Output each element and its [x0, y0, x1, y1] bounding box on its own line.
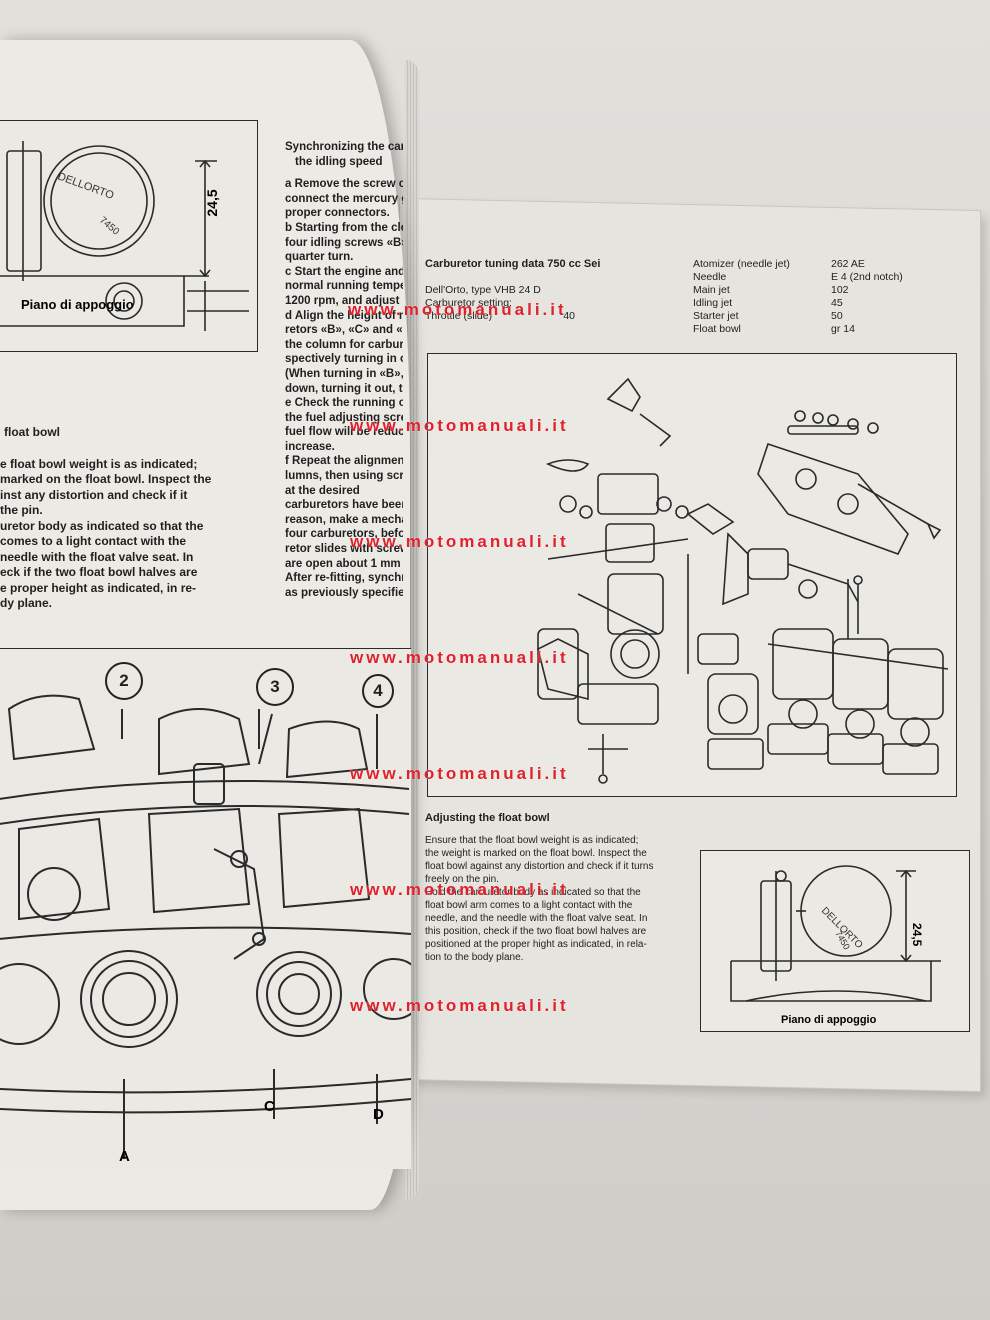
- tuning-line-0: Dell'Orto, type VHB 24 D: [425, 284, 541, 296]
- adjust-line: Hold the carburetor body as indicated so…: [425, 887, 641, 898]
- tuning-line-1: Carburetor setting:: [425, 297, 512, 309]
- adjust-line: Ensure that the float bowl weight is as …: [425, 835, 639, 846]
- left-float-line: needle with the float valve seat. In: [0, 549, 194, 564]
- top-fig-stamp: DELLORTO: [56, 171, 116, 203]
- sync-heading-2: the idling speed: [295, 155, 383, 168]
- spec-row: Atomizer (needle jet)262 AE: [693, 258, 865, 270]
- adjust-float-section: Adjusting the float bowl Ensure that the…: [425, 812, 685, 964]
- callout-2: 2: [105, 662, 143, 700]
- top-fig-caption: Piano di appoggio: [21, 297, 134, 312]
- adjust-line: float bowl against any distortion and ch…: [425, 861, 654, 872]
- left-float-section: float bowl e float bowl weight is as ind…: [0, 425, 255, 612]
- exploded-carburetor-drawing: [537, 377, 949, 784]
- small-fig-caption: Piano di appoggio: [781, 1014, 877, 1026]
- adjust-line: this position, check if the two float bo…: [425, 926, 647, 937]
- top-float-drawing: 24,5 DELLORTO 7450 Piano di appoggio: [0, 141, 249, 331]
- watermark: www.motomanuali.it: [350, 996, 569, 1015]
- label-c: C: [264, 1098, 275, 1115]
- adjust-line: tion to the body plane.: [425, 952, 524, 963]
- tuning-data-left: Carburetor tuning data 750 cc Sei Dell'O…: [425, 258, 675, 323]
- left-float-line: dy plane.: [0, 596, 53, 610]
- left-float-line: eck if the two float bowl halves are: [0, 565, 198, 579]
- watermark: www.motomanuali.it: [348, 300, 567, 319]
- label-d: D: [373, 1106, 384, 1123]
- left-float-line: inst any distortion and check if it: [0, 487, 188, 502]
- top-fig-weight: 7450: [97, 215, 121, 238]
- callout-3: 3: [256, 668, 294, 706]
- adjust-heading: Adjusting the float bowl: [425, 812, 550, 824]
- carburetor-bank-figure: A C D: [0, 648, 425, 1169]
- float-bowl-drawing: 24,5 DELLORTO 7450 Piano di appoggio: [730, 865, 941, 1026]
- adjust-line: freely on the pin.: [425, 874, 499, 885]
- top-float-figure: 24,5 DELLORTO 7450 Piano di appoggio: [0, 120, 258, 352]
- watermark: www.motomanuali.it: [350, 880, 569, 899]
- label-a: A: [119, 1148, 130, 1165]
- watermark: www.motomanuali.it: [350, 532, 569, 551]
- small-fig-dimension: 24,5: [910, 923, 924, 947]
- tuning-title: Carburetor tuning data 750 cc Sei: [425, 258, 601, 270]
- left-float-line: the pin.: [0, 503, 43, 517]
- top-fig-dimension: 24,5: [204, 189, 220, 216]
- left-float-line: e proper height as indicated, in re-: [0, 580, 197, 595]
- left-float-line: uretor body as indicated so that the: [0, 518, 204, 533]
- watermark: www.motomanuali.it: [350, 416, 569, 435]
- exploded-carburetor-figure: [427, 353, 957, 797]
- tuning-line-2-value: 40: [563, 310, 575, 322]
- adjust-line: positioned at the proper hight as indica…: [425, 939, 647, 950]
- watermark: www.motomanuali.it: [350, 764, 569, 783]
- tuning-line-2: Throttle (slide): [425, 310, 493, 322]
- left-float-line: e float bowl weight is as indicated;: [0, 456, 198, 471]
- watermark: www.motomanuali.it: [350, 648, 569, 667]
- callout-4: 4: [362, 674, 394, 708]
- left-float-line: marked on the float bowl. Inspect the: [0, 472, 212, 486]
- sync-heading-1: Synchronizing the carbureto: [285, 141, 403, 153]
- left-float-heading: float bowl: [4, 425, 60, 439]
- left-float-line: comes to a light contact with the: [0, 534, 187, 548]
- adjust-line: float bowl arm comes to a light contact …: [425, 900, 633, 911]
- sync-column: Synchronizing the carbureto the idling s…: [285, 141, 403, 599]
- adjust-line: needle, and the needle with the float va…: [425, 913, 648, 924]
- carburetor-bank-drawing: A C D: [0, 694, 425, 1165]
- float-bowl-figure: 24,5 DELLORTO 7450 Piano di appoggio: [700, 850, 970, 1032]
- adjust-line: the weight is marked on the float bowl. …: [425, 848, 647, 859]
